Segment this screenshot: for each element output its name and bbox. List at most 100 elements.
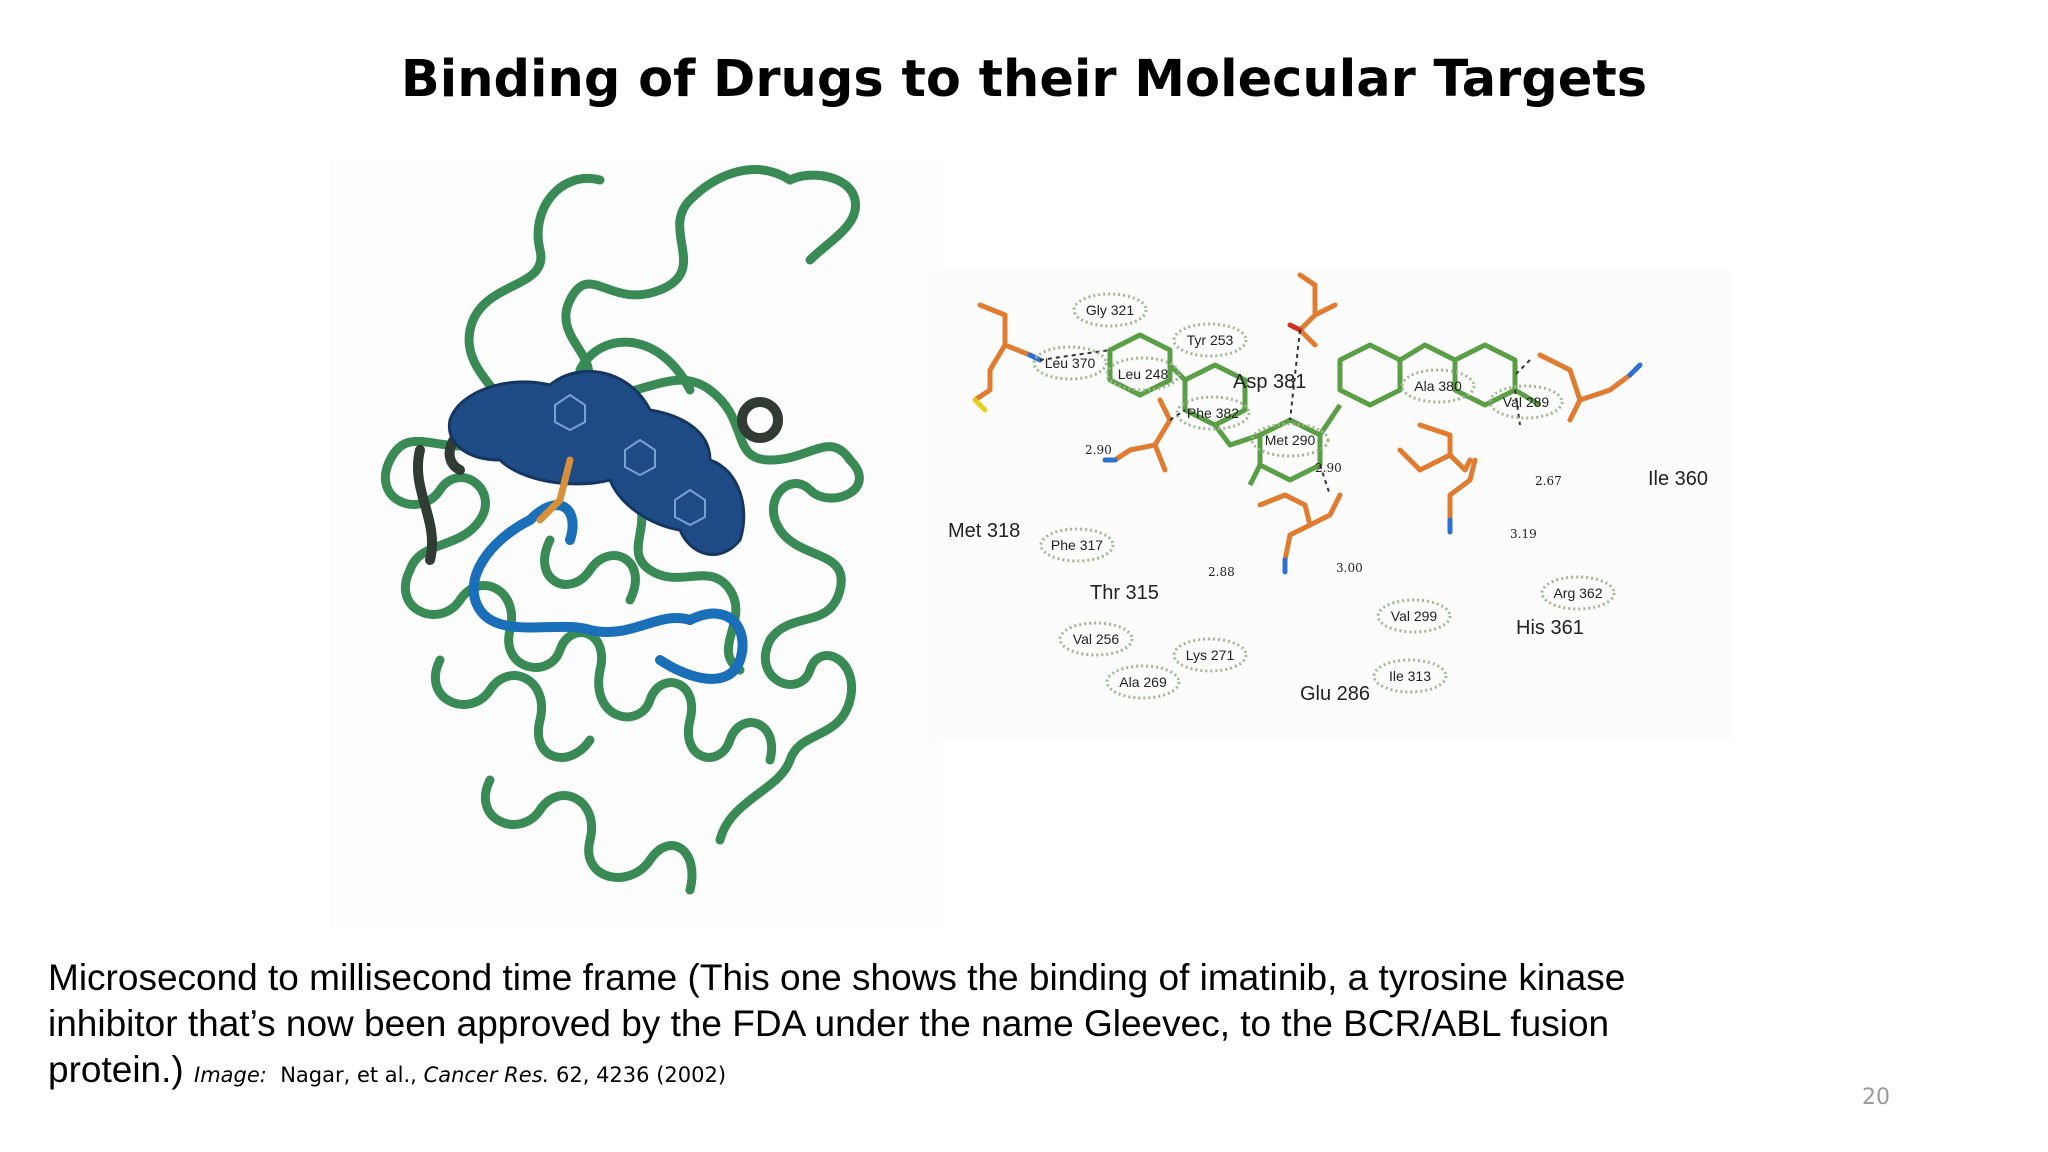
blue-helix — [525, 500, 578, 545]
ligand-bond — [1247, 463, 1263, 487]
distance-label: 2.88 — [1208, 565, 1235, 579]
residue-ring-label: Val 299 — [1391, 608, 1438, 624]
ligand-bond — [1513, 387, 1542, 408]
residue-ring-label: Phe 317 — [1051, 537, 1103, 553]
distance-label: 3.19 — [1510, 527, 1537, 541]
ribbon-strand — [430, 655, 595, 762]
caption-line-last: protein.) Image: Nagar, et al., Cancer R… — [48, 1047, 1748, 1098]
citation-journal: Cancer Res. — [423, 1063, 550, 1087]
residue-label: Glu 286 — [1300, 683, 1370, 705]
residue-label: Met 318 — [948, 520, 1020, 542]
ligand-ring — [1337, 342, 1403, 408]
hydrogen-bond — [1514, 359, 1531, 376]
ribbon-strand — [575, 375, 855, 465]
hydrogen-bond — [1514, 389, 1521, 426]
residue-ring — [1540, 575, 1616, 611]
ribbon-strand — [540, 535, 640, 605]
residue-ring — [1376, 598, 1452, 634]
residue-label: Asp 381 — [1233, 371, 1306, 393]
distance-label: 2.90 — [1085, 443, 1112, 457]
caption-line: inhibitor that’s now been approved by th… — [48, 1003, 1610, 1044]
residue-ring-label: Phe 382 — [1187, 405, 1239, 421]
hydrogen-bond — [1289, 329, 1301, 421]
ribbon-strand — [480, 775, 697, 895]
image-citation: Image: Nagar, et al., Cancer Res. 62, 42… — [194, 1063, 726, 1087]
residue-ring — [1105, 664, 1181, 700]
residue-ring — [1058, 621, 1134, 657]
residue-ring — [1250, 422, 1330, 458]
residue-stick — [1537, 352, 1583, 423]
residue-ring-label: Ala 269 — [1119, 674, 1167, 690]
ligand-ring — [1257, 417, 1323, 483]
residue-ring-label: Val 289 — [1503, 394, 1550, 410]
residue-ring-label: Met 290 — [1265, 432, 1316, 448]
residue-label: Thr 315 — [1090, 582, 1159, 604]
dark-loop — [737, 397, 783, 443]
residue-ring-label: Leu 248 — [1118, 366, 1169, 382]
citation-authors: Nagar, et al., — [280, 1063, 417, 1087]
residue-ring — [1072, 292, 1148, 328]
residue-stick — [1577, 372, 1633, 403]
citation-label: Image: — [194, 1063, 267, 1087]
bound-residue — [536, 456, 574, 524]
distance-label: 2.90 — [1315, 461, 1342, 475]
sulfur-atom — [972, 397, 988, 413]
residue-ring — [1172, 637, 1248, 673]
citation-details: 62, 4236 (2002) — [556, 1063, 727, 1087]
blue-helix — [468, 515, 695, 637]
page-number: 20 — [1862, 1085, 1890, 1110]
residue-ring-label: Leu 370 — [1045, 355, 1096, 371]
distance-label: 2.67 — [1535, 474, 1562, 488]
residue-ring — [1105, 356, 1181, 392]
residue-ring — [1172, 322, 1248, 358]
nitrogen-atom — [1027, 352, 1043, 363]
caption-line: Microsecond to millisecond time frame (T… — [48, 957, 1626, 998]
distance-label: 3.00 — [1336, 561, 1363, 575]
caption: Microsecond to millisecond time frame (T… — [48, 955, 1748, 1098]
blue-helix — [655, 608, 748, 684]
residue-stick — [1447, 457, 1478, 523]
residue-stick — [972, 342, 1008, 403]
nitrogen-atom — [1627, 362, 1643, 378]
drug-surface — [447, 369, 746, 556]
residue-stick — [1447, 452, 1473, 473]
drug-ring — [554, 393, 586, 432]
residue-stick — [977, 302, 1033, 358]
ribbon-strand — [594, 665, 777, 765]
residue-stick — [1152, 397, 1173, 473]
residue-stick — [1297, 272, 1318, 348]
residue-ring — [1175, 395, 1251, 431]
ligand-ring — [1107, 332, 1173, 398]
ligand-bond — [1398, 342, 1457, 363]
residue-ring — [1039, 527, 1115, 563]
hydrogen-bond — [1319, 464, 1331, 496]
residue-ring-label: Lys 271 — [1186, 647, 1235, 663]
ribbon-strand — [561, 165, 795, 395]
residue-ring — [1372, 658, 1448, 694]
residue-ring-label: Arg 362 — [1553, 585, 1602, 601]
residue-stick — [1307, 492, 1343, 528]
interaction-diagram-image: Gly 321 Tyr 253 Leu 370 Leu 248 Phe 382 … — [930, 270, 1730, 740]
ligand-bond — [1168, 363, 1187, 382]
caption-line: protein.) — [48, 1049, 184, 1090]
slide-title: Binding of Drugs to their Molecular Targ… — [400, 50, 1648, 109]
ribbon-strand — [380, 435, 505, 575]
residue-label: Ile 360 — [1648, 468, 1708, 490]
residue-stick — [1112, 442, 1158, 463]
protein-ribbon-structure-image — [330, 160, 940, 930]
dark-loop — [412, 445, 438, 565]
ribbon-strand — [625, 485, 745, 675]
residue-ring — [1032, 345, 1108, 381]
ribbon-strand — [575, 337, 695, 395]
drug-ring — [674, 488, 706, 527]
hydrogen-bond — [1169, 409, 1186, 421]
ribbon-strand — [765, 455, 864, 645]
drug-ring — [624, 438, 656, 477]
residue-ring — [1400, 368, 1476, 404]
residue-stick — [1257, 492, 1313, 563]
residue-ring-label: Val 256 — [1073, 631, 1120, 647]
residue-ring-label: Ile 313 — [1389, 668, 1431, 684]
ligand-bond — [1213, 423, 1261, 448]
oxygen-atom — [1287, 322, 1303, 333]
residue-ring-label: Tyr 253 — [1187, 332, 1234, 348]
